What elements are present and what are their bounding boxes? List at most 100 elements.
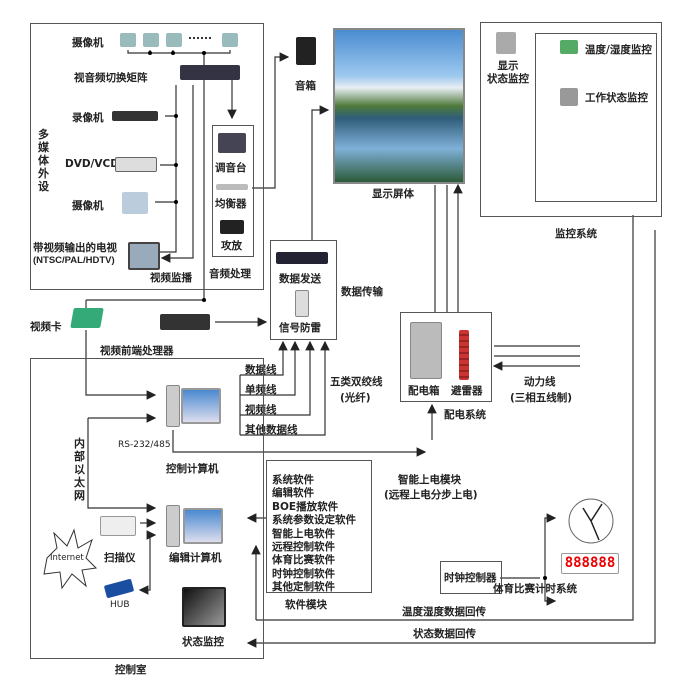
monitor-inner-box: [535, 33, 657, 202]
camera-icon: [166, 33, 182, 47]
dvd-label: DVD/VCD: [65, 158, 119, 170]
video-card-label: 视频卡: [30, 321, 62, 333]
camera-icon: [222, 33, 238, 47]
distribution-cabinet-icon: [410, 322, 442, 379]
tv-label: 带视频输出的电视: [33, 242, 117, 254]
rs232-label: RS-232/485: [118, 440, 171, 450]
video-monitor-label: 视频监播: [150, 272, 192, 284]
display-label: 显示屏体: [372, 188, 414, 200]
mixer-label: 调音台: [215, 162, 247, 174]
software-item: 系统参数设定软件: [272, 514, 356, 527]
video-frontend-processor-icon: [160, 314, 210, 330]
software-item: 编辑软件: [272, 487, 314, 500]
status-monitor-icon: [496, 32, 516, 54]
timing-system-label: 体育比赛计时系统: [493, 583, 577, 595]
software-module-label: 软件模块: [285, 599, 327, 611]
software-item: 智能上电软件: [272, 527, 335, 540]
software-item: 系统软件: [272, 474, 314, 486]
work-status-label: 工作状态监控: [585, 92, 648, 104]
other-line-label: 其他数据线: [245, 424, 298, 436]
audio-processing-label: 音频处理: [209, 268, 251, 280]
clock-controller-label: 时钟控制器: [444, 572, 497, 584]
matrix-label: 视音频切换矩阵: [74, 72, 148, 84]
single-line-label: 单频线: [245, 384, 277, 396]
tv-icon: [128, 242, 160, 270]
status-display-label: 显示 状态监控: [487, 60, 529, 85]
software-item: 体育比赛软件: [272, 554, 335, 567]
hub-label: HUB: [110, 600, 130, 610]
status-monitor-label: 状态监控: [182, 636, 224, 648]
ethernet-label: 内部以太网: [74, 437, 85, 502]
control-room-box: [30, 358, 264, 659]
arrester-label: 避雷器: [451, 385, 483, 397]
data-send-label: 数据发送: [279, 273, 321, 285]
surge-protector-icon: [295, 290, 309, 317]
temp-return-label: 温度湿度数据回传: [402, 606, 486, 618]
edit-pc-monitor-icon: [183, 508, 223, 544]
mixer-icon: [218, 133, 246, 153]
video-card-icon: [70, 308, 104, 328]
monitoring-system-label: 监控系统: [555, 228, 597, 240]
edit-pc-tower-icon: [166, 505, 180, 547]
vcr-icon: [112, 111, 158, 121]
speaker-icon: [296, 37, 316, 65]
clock-controller-box: [440, 561, 502, 594]
power-distribution-box: [400, 312, 492, 402]
work-status-sensor-icon: [560, 88, 578, 106]
smart-power-module-label: 智能上电模块: [398, 474, 461, 486]
power-system-label: 配电系统: [444, 409, 486, 421]
internet-cloud-icon: [43, 528, 97, 590]
software-item: BOE播放软件: [272, 500, 339, 513]
control-room-label: 控制室: [115, 664, 147, 676]
software-item: 其他定制软件: [272, 581, 335, 594]
monitoring-box: [480, 22, 662, 217]
power-line-sub-label: (三相五线制): [510, 392, 573, 404]
data-transmission-box: [270, 240, 337, 340]
digital-timer-display: 888888: [561, 553, 619, 574]
control-pc-tower-icon: [166, 385, 180, 427]
software-item: 时钟控制软件: [272, 567, 335, 580]
multimedia-label: 多媒体外设: [38, 128, 49, 193]
temp-humidity-sensor-icon: [560, 40, 578, 54]
lightning-arrester-icon: [459, 330, 469, 380]
fiber-label: (光纤): [340, 392, 371, 404]
control-pc-label: 控制计算机: [166, 463, 219, 475]
camera-label: 摄像机: [72, 200, 104, 212]
status-return-label: 状态数据回传: [413, 628, 476, 640]
video-line-label: 视频线: [245, 404, 277, 416]
amplifier-label: 攻放: [221, 240, 242, 252]
software-module-box: [266, 460, 372, 593]
dvd-player-icon: [115, 157, 157, 172]
scanner-label: 扫描仪: [104, 552, 136, 564]
distribution-box-label: 配电箱: [408, 385, 440, 397]
frontend-label: 视频前端处理器: [100, 345, 174, 357]
edit-pc-label: 编辑计算机: [169, 552, 222, 564]
switch-matrix-icon: [180, 65, 240, 80]
equalizer-label: 均衡器: [215, 198, 247, 210]
ellipsis: ......: [188, 30, 212, 42]
camcorder-icon: [122, 192, 148, 214]
camera-icon: [120, 33, 136, 47]
data-sender-icon: [276, 252, 328, 264]
camera-row-label: 摄像机: [72, 37, 104, 49]
data-line-label: 数据线: [245, 364, 277, 376]
scanner-icon: [100, 516, 136, 536]
status-monitor-screen-icon: [182, 587, 226, 627]
software-item: 远程控制软件: [272, 541, 335, 554]
data-transmission-label: 数据传输: [341, 286, 383, 298]
amplifier-icon: [220, 220, 244, 234]
audio-box: [212, 125, 254, 257]
tv-standard-label: (NTSC/PAL/HDTV): [33, 255, 115, 266]
multimedia-peripherals-box: [30, 23, 264, 290]
control-pc-monitor-icon: [181, 388, 221, 424]
led-display-screen: [333, 28, 465, 184]
temp-humidity-label: 温度/湿度监控: [585, 44, 652, 56]
smart-power-module-sub-label: (远程上电分步上电): [384, 489, 478, 501]
vcr-label: 录像机: [72, 112, 104, 124]
speaker-label: 音箱: [295, 80, 316, 92]
surge-label: 信号防雷: [279, 322, 321, 334]
internet-label: Internet: [50, 553, 84, 563]
camera-icon: [143, 33, 159, 47]
equalizer-icon: [216, 184, 248, 190]
